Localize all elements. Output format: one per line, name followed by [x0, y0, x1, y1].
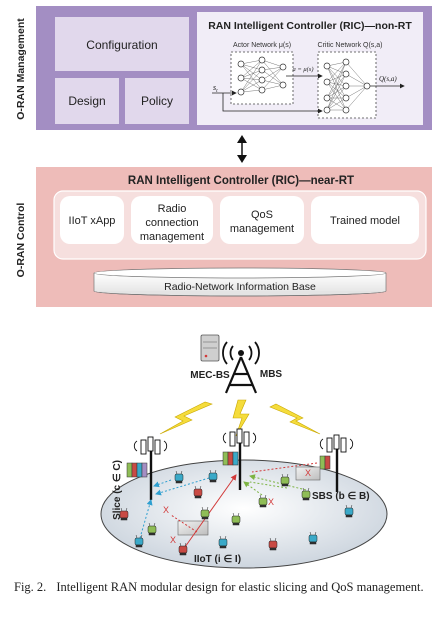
- iiot-device-icon: [268, 537, 278, 551]
- small-cell-antenna-icon: [319, 434, 354, 492]
- iiot-device-icon: [308, 531, 318, 545]
- mec-bs-label: MEC-BS: [190, 370, 230, 381]
- module-qos-line1: QoS: [251, 209, 273, 221]
- slice-stack-right: [319, 455, 331, 470]
- iiot-device-icon: [178, 542, 188, 556]
- module-iiot-xapp: [60, 196, 124, 244]
- rnib-cylinder: [93, 267, 387, 297]
- ric-nonrt-title: RAN Intelligent Controller (RIC)—non-RT: [208, 20, 412, 32]
- critic-network-graph: [326, 61, 368, 111]
- sbs-label: SBS (b ∈ B): [312, 491, 370, 502]
- iiot-device-icon: [134, 534, 144, 548]
- control-side-label: O-RAN Control: [15, 203, 27, 278]
- policy-label: Policy: [141, 94, 173, 108]
- action-label: a = μ(s): [292, 66, 313, 73]
- iiot-device-icon: [344, 504, 354, 518]
- slice-stack-left: [126, 462, 148, 478]
- configuration-block: [55, 17, 189, 71]
- iiot-device-icon: [280, 473, 290, 487]
- iiot-device-icon: [301, 487, 311, 501]
- management-side-label: O-RAN Management: [15, 18, 27, 120]
- module-iiot-xapp-label: IIoT xApp: [69, 215, 116, 227]
- module-qos-line2: management: [230, 223, 294, 235]
- management-control-link: [237, 135, 247, 163]
- iiot-device-icon: [193, 485, 203, 499]
- server-icon: [200, 334, 220, 362]
- lightning-icon: [269, 403, 321, 435]
- figure-caption: Fig. 2. Intelligent RAN modular design fo…: [14, 579, 434, 595]
- iiot-label: IIoT (i ∈ I): [194, 554, 241, 565]
- design-label: Design: [68, 94, 105, 108]
- mbs-label: MBS: [260, 369, 283, 380]
- iiot-device-icon: [231, 512, 241, 526]
- iiot-device-icon: [208, 469, 218, 483]
- iiot-device-icon: [258, 494, 268, 508]
- actor-network-label: Actor Network μ(s): [233, 42, 291, 49]
- figure-caption-text: Intelligent RAN modular design for elast…: [56, 580, 424, 594]
- actor-network-graph: [240, 59, 284, 93]
- figure-caption-label: Fig. 2.: [14, 580, 47, 594]
- iiot-device-icon: [147, 522, 157, 536]
- oran-management-panel: O-RAN Management Configuration Design Po…: [15, 6, 432, 130]
- device-links: [139, 462, 318, 548]
- rnib-label: Radio-Network Information Base: [164, 281, 316, 293]
- iiot-device-icon: [119, 507, 129, 521]
- module-radio-line1: Radio: [158, 203, 187, 215]
- iiot-device-icon: [174, 470, 184, 484]
- q-output-label: Q(s,a): [379, 75, 397, 83]
- actor-critic-arrows: [212, 73, 405, 114]
- lightning-icon: [232, 399, 250, 437]
- antenna-tower-icon: [222, 341, 260, 394]
- iiot-devices: [119, 469, 354, 556]
- interference-x-icon: X: [170, 535, 176, 545]
- module-radio-line2: connection: [145, 217, 198, 229]
- critic-network-nodes: [323, 58, 371, 114]
- slice-label: Slice (c ∈ C): [112, 460, 123, 520]
- design-block: [55, 78, 119, 124]
- small-cell-antenna-icon: [133, 436, 168, 500]
- module-trained-model-label: Trained model: [330, 215, 400, 227]
- small-cell-antenna-icon: [222, 428, 257, 490]
- iiot-device-icon: [200, 506, 210, 520]
- oran-control-panel: O-RAN Control RAN Intelligent Controller…: [15, 167, 432, 307]
- interference-x-icon: X: [305, 468, 311, 478]
- policy-block: [125, 78, 189, 124]
- state-label: st: [213, 83, 218, 94]
- actor-network-nodes: [237, 56, 287, 96]
- module-trained-model: [311, 196, 419, 244]
- critic-network-label: Critic Network Q(s,a): [318, 42, 383, 49]
- configuration-label: Configuration: [86, 38, 157, 52]
- ric-nearrt-title: RAN Intelligent Controller (RIC)—near-RT: [128, 175, 354, 187]
- module-radio-line3: management: [140, 231, 204, 243]
- module-qos-management: [220, 196, 304, 244]
- lightning-icon: [159, 401, 213, 435]
- network-area: MEC-BS MBS: [100, 334, 388, 569]
- iiot-device-icon: [218, 535, 228, 549]
- module-radio-connection: [131, 196, 213, 244]
- slice-stack-center: [222, 451, 239, 466]
- interference-x-icon: X: [163, 505, 169, 515]
- interference-x-icon: X: [268, 497, 274, 507]
